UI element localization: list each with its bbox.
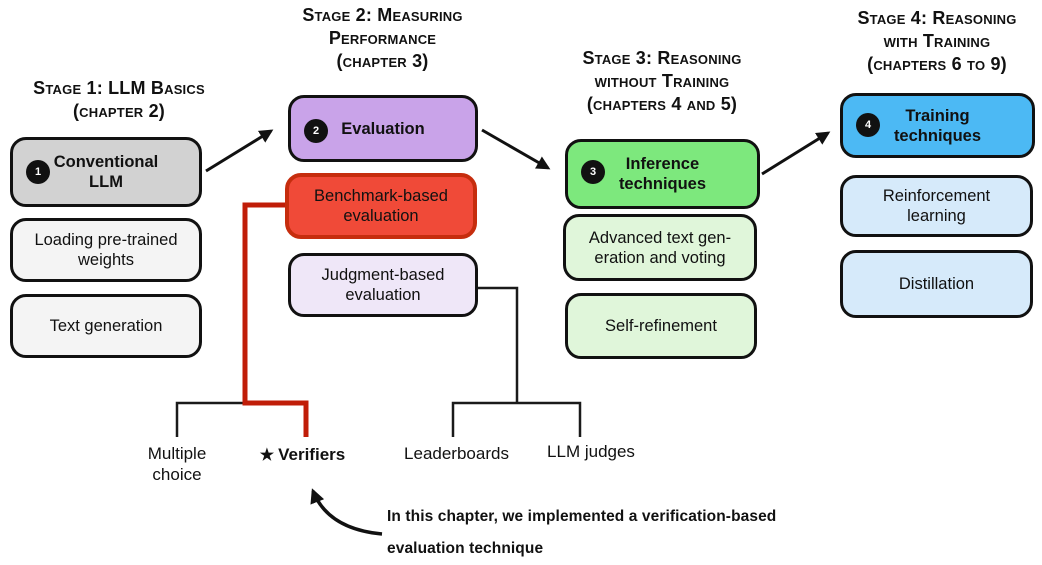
tree-connector-judgment [478, 286, 519, 403]
step-4-badge: 4 [856, 113, 880, 137]
box-reinforcement-learning-label: Reinforcement learning [882, 187, 991, 225]
stage4-title-line3: (chapters 6 to 9) [867, 54, 1007, 74]
box-conventional-llm: 1 Conventional LLM [10, 137, 202, 207]
box-training-techniques-label: Training techniques [893, 106, 982, 145]
step-1-number: 1 [34, 166, 42, 178]
annotation-line1: In this chapter, we implemented a verifi… [387, 508, 777, 525]
stage3-title-line1: Stage 3: Reasoning [582, 48, 742, 68]
verifiers-text: Verifiers [278, 445, 346, 464]
box-advanced-text-generation-label: Advanced text gen- eration and voting [588, 228, 732, 267]
stage4-title-line2: with Training [883, 31, 991, 51]
box-evaluation-label: Evaluation [341, 119, 425, 138]
tree-branch-judgment [451, 401, 582, 437]
stage1-header: Stage 1: LLM Basics (chapter 2) [3, 77, 235, 123]
box-text-generation: Text generation [10, 294, 202, 358]
stage2-header: Stage 2: Measuring Performance (chapter … [270, 4, 495, 73]
stage4-header: Stage 4: Reasoning with Training (chapte… [832, 7, 1042, 76]
stage3-title-line2: without Training [594, 71, 730, 91]
tree-label-leaderboards: Leaderboards [404, 444, 509, 463]
box-benchmark-evaluation: Benchmark-based evaluation [285, 173, 477, 239]
box-self-refinement: Self-refinement [565, 293, 757, 359]
tree-branch-multiple-choice [175, 401, 245, 437]
stage2-title-line1: Stage 2: Measuring [302, 5, 463, 25]
stage2-title-line3: (chapter 3) [336, 51, 429, 71]
box-distillation-label: Distillation [898, 275, 975, 293]
stage3-header: Stage 3: Reasoning without Training (cha… [552, 47, 772, 116]
tree-connector-benchmark-red [242, 202, 309, 437]
box-judgment-evaluation: Judgment-based evaluation [288, 253, 478, 317]
arrow-stage2-to-stage3 [481, 128, 551, 170]
stage1-title-line2: (chapter 2) [72, 101, 166, 121]
box-distillation: Distillation [840, 250, 1033, 318]
stage3-title-line3: (chapters 4 and 5) [586, 94, 738, 114]
annotation-line2: evaluation technique [387, 540, 544, 557]
step-2-number: 2 [312, 125, 320, 137]
box-inference-techniques: 3 Inference techniques [565, 139, 760, 209]
box-training-techniques: 4 Training techniques [840, 93, 1035, 158]
annotation-curved-arrow [310, 488, 383, 536]
tree-label-llm-judges: LLM judges [547, 442, 635, 461]
stage1-title-line1: Stage 1: LLM Basics [33, 78, 205, 98]
box-judgment-evaluation-label: Judgment-based evaluation [321, 266, 445, 304]
step-1-badge: 1 [26, 160, 50, 184]
stage2-title-line2: Performance [328, 28, 437, 48]
step-4-number: 4 [864, 119, 872, 131]
stage4-title-line1: Stage 4: Reasoning [857, 8, 1017, 28]
tree-label-multiple-choice: Multiple choice [147, 444, 207, 484]
annotation-note: In this chapter, we implemented a verifi… [387, 501, 827, 565]
arrow-stage1-to-stage2 [205, 129, 274, 173]
box-self-refinement-label: Self-refinement [605, 317, 717, 335]
box-advanced-text-generation: Advanced text gen- eration and voting [563, 214, 757, 281]
box-text-generation-label: Text generation [49, 317, 163, 335]
tree-label-verifiers: ★Verifiers [240, 444, 365, 466]
box-loading-weights-label: Loading pre-trained weights [34, 231, 178, 269]
box-loading-weights: Loading pre-trained weights [10, 218, 202, 282]
step-2-badge: 2 [304, 119, 328, 143]
box-benchmark-evaluation-label: Benchmark-based evaluation [314, 187, 448, 225]
star-icon: ★ [259, 447, 275, 464]
box-evaluation: 2 Evaluation [288, 95, 478, 162]
step-3-number: 3 [589, 166, 597, 178]
box-conventional-llm-label: Conventional LLM [53, 153, 159, 191]
step-3-badge: 3 [581, 160, 605, 184]
box-inference-techniques-label: Inference techniques [618, 155, 707, 193]
box-reinforcement-learning: Reinforcement learning [840, 175, 1033, 237]
arrow-stage3-to-stage4 [761, 131, 831, 176]
